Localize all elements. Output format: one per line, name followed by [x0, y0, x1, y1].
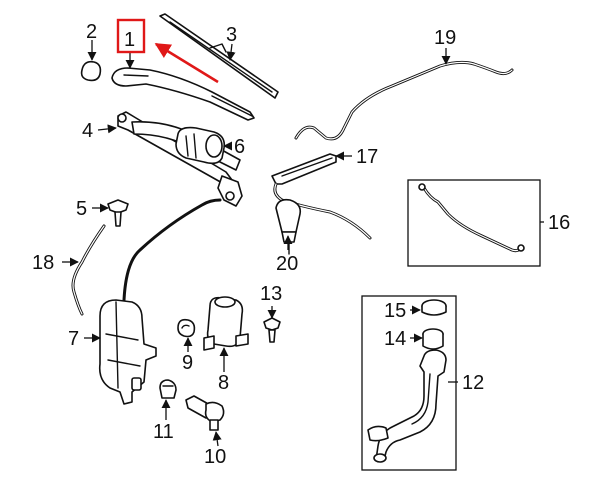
wiper-motor-part	[175, 126, 226, 165]
callout-11: 11	[153, 421, 174, 443]
arm-cap-part	[80, 60, 102, 82]
washer-pump-part	[203, 296, 249, 351]
callout-7: 7	[68, 328, 79, 350]
screw-part	[263, 317, 281, 343]
callout-9: 9	[182, 352, 193, 374]
grommet-part	[177, 318, 196, 338]
callout-15: 15	[384, 300, 406, 322]
highlight-box	[116, 18, 146, 54]
callout-13: 13	[260, 283, 282, 305]
highlight-arrow	[154, 42, 219, 84]
filler-seal-part	[422, 328, 444, 350]
filler-neck-part	[367, 349, 447, 463]
callout-19: 19	[434, 27, 456, 49]
callout-16: 16	[548, 212, 570, 234]
washer-reservoir-part	[98, 198, 222, 405]
callout-labels: 1 2 3 4 5 6 7 8 9 10 11 12 13 14 15 16 1…	[32, 21, 570, 468]
filler-cap-part	[421, 299, 447, 316]
callout-4: 4	[82, 120, 93, 142]
part-12-box	[361, 295, 457, 471]
callout-20: 20	[276, 253, 298, 275]
washer-hose-part	[271, 153, 372, 240]
callout-18: 18	[32, 252, 54, 274]
callout-8: 8	[218, 372, 229, 394]
drain-hose-part	[71, 224, 106, 316]
long-hose-part	[294, 60, 514, 141]
part-16-box	[407, 179, 541, 267]
callout-3: 3	[226, 24, 237, 46]
wiper-arm-part	[111, 67, 255, 121]
cable-part	[418, 183, 525, 253]
leader-lines	[62, 40, 544, 447]
callout-17: 17	[356, 146, 378, 168]
callout-1: 1	[124, 29, 135, 51]
bottle-part	[275, 198, 302, 255]
callout-14: 14	[384, 328, 406, 350]
level-sensor-part	[159, 379, 177, 399]
callout-5: 5	[76, 198, 87, 220]
callout-6: 6	[234, 136, 245, 158]
wiper-linkage-part	[117, 111, 243, 207]
wiper-blade-part	[159, 13, 279, 99]
callout-10: 10	[204, 446, 226, 468]
washer-nozzle-part	[185, 395, 225, 431]
callout-2: 2	[86, 21, 97, 43]
callout-12: 12	[462, 372, 484, 394]
bolt-part	[107, 199, 129, 227]
